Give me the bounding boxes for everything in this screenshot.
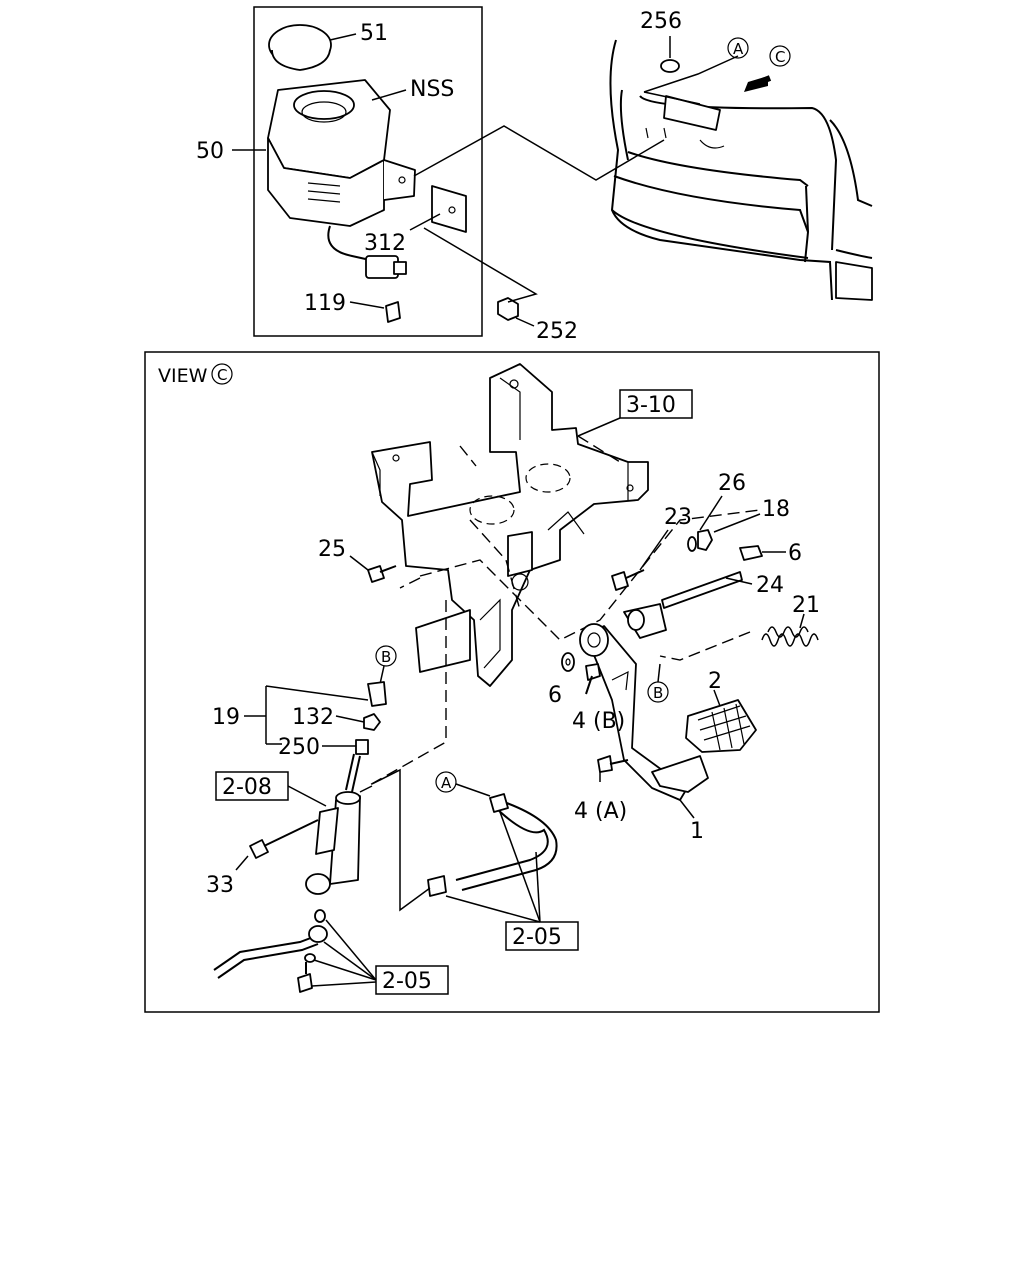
bolt-4A — [597, 755, 629, 782]
reservoir-inset-frame — [253, 6, 483, 337]
callout-250: 250 — [278, 735, 320, 760]
callout-6-lower: 6 — [548, 683, 562, 708]
callout-1: 1 — [690, 819, 704, 844]
callout-24: 24 — [756, 573, 784, 598]
callout-3-10: 3-10 — [626, 393, 676, 418]
pedal-pad-2 — [685, 689, 757, 753]
clip-119 — [349, 301, 401, 323]
callout-4B: 4 (B) — [572, 709, 625, 734]
callout-252: 252 — [536, 319, 578, 344]
washer-26-nut-18 — [687, 495, 761, 552]
callout-B-left: B — [381, 648, 391, 666]
pin-6-upper — [739, 545, 786, 561]
master-cylinder — [305, 753, 373, 895]
callout-312: 312 — [364, 231, 406, 256]
callout-4A: 4 (A) — [574, 799, 627, 824]
view-c-frame — [144, 351, 880, 1013]
reservoir-cap-51 — [268, 24, 357, 71]
vehicle-front-sketch — [609, 36, 873, 301]
callout-18: 18 — [762, 497, 790, 522]
bolt-23 — [611, 529, 669, 591]
circle-marker-C-top — [769, 45, 791, 67]
clutch-pedal-1 — [579, 603, 709, 819]
bolt-4B — [585, 663, 601, 695]
nut-252 — [497, 297, 535, 327]
callout-2-08: 2-08 — [222, 775, 272, 800]
ref-box-3-10 — [619, 389, 693, 419]
callout-51: 51 — [360, 21, 388, 46]
clevis-132-250 — [355, 681, 387, 755]
fluid-reservoir — [267, 79, 416, 279]
callout-C-top: C — [775, 48, 785, 66]
callout-A-top: A — [733, 40, 744, 58]
callout-25: 25 — [318, 537, 346, 562]
callout-B-right: B — [653, 684, 663, 702]
callout-2: 2 — [708, 669, 722, 694]
circle-marker-B-left — [375, 645, 397, 667]
brake-line-lower — [213, 909, 328, 993]
shaft-24 — [661, 571, 753, 609]
callout-132: 132 — [292, 705, 334, 730]
return-spring-21 — [659, 613, 819, 661]
callout-50: 50 — [196, 139, 224, 164]
ref-box-2-05-upper — [505, 921, 579, 951]
view-marker-circle — [211, 363, 233, 385]
callout-26: 26 — [718, 471, 746, 496]
circle-marker-A-lower — [435, 771, 457, 793]
washer-6-lower — [561, 652, 575, 672]
pedal-bracket — [371, 363, 649, 687]
bracket-312 — [409, 185, 467, 233]
callout-21: 21 — [792, 593, 820, 618]
callout-256: 256 — [640, 9, 682, 34]
callout-NSS: NSS — [410, 77, 454, 102]
bolt-33 — [235, 819, 319, 871]
circle-marker-A-top — [727, 37, 749, 59]
view-title: VIEW — [158, 365, 208, 387]
callout-A-lower: A — [441, 774, 452, 792]
fluid-hose — [371, 768, 558, 912]
callout-23: 23 — [664, 505, 692, 530]
view-marker: C — [217, 366, 227, 384]
callout-119: 119 — [304, 291, 346, 316]
callout-33: 33 — [206, 873, 234, 898]
callout-6-upper: 6 — [788, 541, 802, 566]
bolt-25 — [349, 555, 397, 583]
callout-2-05-upper: 2-05 — [512, 925, 562, 950]
callout-19: 19 — [212, 705, 240, 730]
callout-2-05-lower: 2-05 — [382, 969, 432, 994]
